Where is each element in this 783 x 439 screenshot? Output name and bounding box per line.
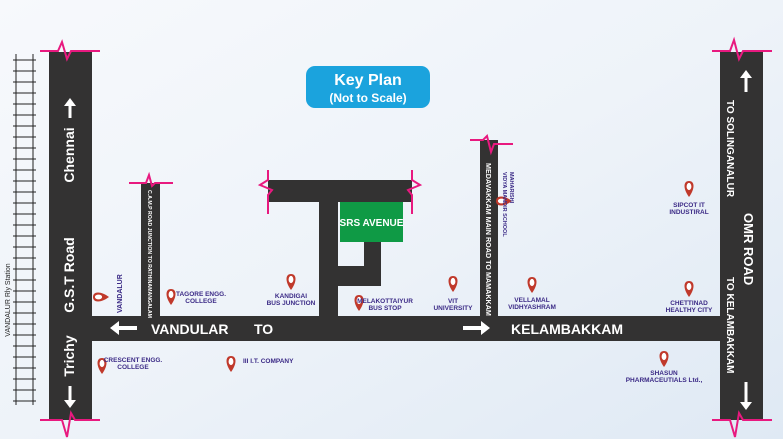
- svg-text:VIDYA MANDIR SCHOOL: VIDYA MANDIR SCHOOL: [501, 172, 507, 237]
- svg-text:COLLEGE: COLLEGE: [185, 298, 217, 305]
- camp-road: [141, 183, 160, 317]
- landmark-chettinad-healthy-city: CHETTINAD HEALTHY CITY: [666, 281, 713, 314]
- svg-text:SHASUN: SHASUN: [650, 370, 678, 377]
- landmark-sipcot-it-industrial: SIPCOT IT INDUSTIRAL: [669, 181, 709, 216]
- main-road-west-label: VANDULAR: [151, 321, 229, 337]
- gst-south-label: Trichy: [61, 335, 77, 376]
- svg-text:CRESCENT ENGG.: CRESCENT ENGG.: [104, 357, 163, 364]
- landmark-shasun-pharmaceuticals: SHASUN PHARMACEUTIALS Ltd.,: [626, 351, 703, 384]
- svg-text:BUS JUNCTION: BUS JUNCTION: [267, 300, 316, 307]
- landmark-kandigai-bus-junction: KANDIGAI BUS JUNCTION: [267, 274, 316, 307]
- site-access-road: [268, 180, 412, 202]
- main-road-middle-label: TO: [254, 321, 273, 337]
- landmark-vellamal-vidhyashram: VELLAMAL VIDHYASHRAM: [508, 277, 556, 311]
- svg-text:VELLAMAL: VELLAMAL: [514, 297, 549, 304]
- landmark-vandalur: VANDALUR: [93, 274, 124, 313]
- svg-text:TAGORE ENGG.: TAGORE ENGG.: [176, 291, 226, 298]
- svg-text:UNIVERSITY: UNIVERSITY: [433, 305, 473, 312]
- svg-text:BUS STOP: BUS STOP: [368, 305, 402, 312]
- site-link-road: [364, 240, 381, 270]
- site-label: SRS AVENUE: [340, 218, 404, 229]
- key-plan-title: Key Plan: [334, 72, 402, 89]
- svg-text:VIT: VIT: [448, 298, 458, 305]
- main-road-east-label: KELAMBAKKAM: [511, 321, 623, 337]
- svg-text:III I.T. COMPANY: III I.T. COMPANY: [243, 358, 294, 365]
- road-break-marks: [40, 36, 772, 438]
- landmark-melakottaiyur-bus-stop: MELAKOTTAIYUR BUS STOP: [354, 295, 413, 312]
- landmark-crescent-engg-college: CRESCENT ENGG. COLLEGE: [97, 357, 163, 374]
- omr-south-label: TO KELAMBAKKAM: [724, 277, 735, 373]
- landmark-iiit-company: III I.T. COMPANY: [226, 356, 294, 372]
- svg-text:KANDIGAI: KANDIGAI: [275, 293, 307, 300]
- railway-track: [13, 54, 36, 405]
- svg-text:MELAKOTTAIYUR: MELAKOTTAIYUR: [357, 298, 413, 305]
- site-marker: [340, 202, 403, 242]
- key-plan-badge: [306, 66, 430, 108]
- gst-north-label: Chennai: [61, 127, 77, 182]
- landmark-tagore-engg-college: TAGORE ENGG. COLLEGE: [166, 289, 226, 305]
- svg-text:COLLEGE: COLLEGE: [117, 364, 149, 371]
- medavakkam-road-label: MEDAVAKKAM MAIN ROAD TO MAMAKKAM: [484, 163, 493, 316]
- omr-north-label: TO SOLINGANALUR: [724, 100, 735, 198]
- arrow-right-icon: [463, 321, 490, 335]
- railway-station-label: VANDALUR Rly Station: [5, 263, 12, 337]
- svg-text:PHARMACEUTIALS Ltd.,: PHARMACEUTIALS Ltd.,: [626, 377, 703, 384]
- main-road: [49, 316, 762, 341]
- landmark-maharishi-vidya-mandir-school: MAHARISHI VIDYA MANDIR SCHOOL: [496, 172, 514, 237]
- omr-road: [720, 52, 763, 420]
- medavakkam-road: [480, 140, 498, 317]
- arrow-left-icon: [110, 321, 137, 335]
- arrow-up-icon: [740, 70, 752, 92]
- svg-text:MAHARISHI: MAHARISHI: [508, 172, 514, 204]
- omr-road-label: OMR ROAD: [741, 213, 756, 285]
- svg-text:CHETTINAD: CHETTINAD: [670, 300, 708, 307]
- site-link-road: [338, 266, 381, 286]
- landmark-vit-university: VIT UNIVERSITY: [433, 276, 473, 312]
- svg-text:HEALTHY CITY: HEALTHY CITY: [666, 307, 713, 314]
- arrow-down-icon: [64, 386, 76, 408]
- svg-text:SIPCOT IT: SIPCOT IT: [673, 202, 705, 209]
- camp-road-label: C.A.M.P ROAD JUNCTION TO RATHINAMANGALAM: [146, 190, 152, 318]
- site-approach-road: [319, 200, 338, 317]
- svg-text:INDUSTIRAL: INDUSTIRAL: [669, 209, 708, 216]
- svg-text:VIDHYASHRAM: VIDHYASHRAM: [508, 304, 556, 311]
- arrow-down-icon: [740, 382, 752, 410]
- arrow-up-icon: [64, 98, 76, 118]
- key-plan-subtitle: (Not to Scale): [329, 91, 406, 105]
- svg-text:VANDALUR: VANDALUR: [117, 274, 124, 313]
- gst-road-label: G.S.T Road: [61, 237, 77, 312]
